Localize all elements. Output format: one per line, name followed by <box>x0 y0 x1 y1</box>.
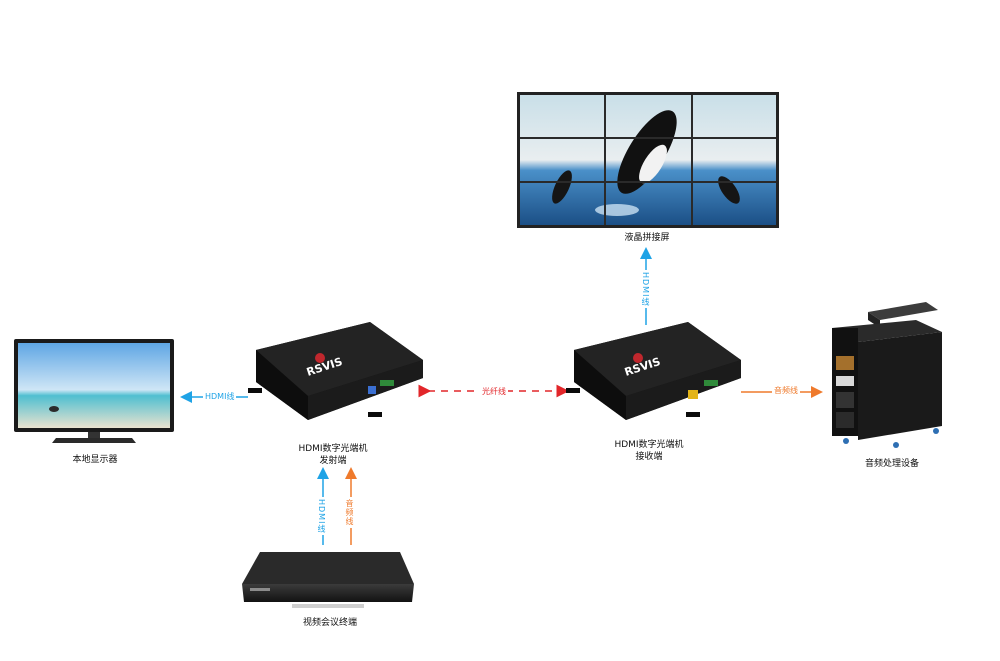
local-display-label: 本地显示器 <box>72 455 118 465</box>
audio-out-label: 音频线 <box>772 385 800 396</box>
receiver-label-line2: 接收端 <box>635 452 663 462</box>
hdmi-wall-label: HDMI线 <box>640 270 651 309</box>
transmitter-label: HDMI数字光端机 发射端 <box>288 443 378 467</box>
transmitter-label-line2: 发射端 <box>319 456 347 466</box>
hdmi-in-label: HDMI线 <box>316 497 327 536</box>
video-wall-label: 液晶拼接屏 <box>624 233 670 243</box>
receiver-device-image: RSVIS <box>566 322 741 420</box>
receiver-label-line1: HDMI数字光端机 <box>614 440 684 450</box>
video-terminal-label: 视频会议终端 <box>302 618 357 628</box>
audio-equipment-image <box>832 302 942 448</box>
fiber-label: 光纤线 <box>480 386 508 397</box>
hdmi-local-label: HDMI线 <box>203 391 237 402</box>
local-display-image <box>14 339 174 443</box>
audio-in-label: 音频线 <box>344 497 355 528</box>
transmitter-device-image: RSVIS <box>248 322 423 420</box>
receiver-label: HDMI数字光端机 接收端 <box>604 439 694 463</box>
video-wall-image <box>517 92 779 228</box>
audio-equipment-label: 音频处理设备 <box>864 459 919 469</box>
transmitter-label-line1: HDMI数字光端机 <box>298 444 368 454</box>
video-terminal-image <box>242 552 414 608</box>
